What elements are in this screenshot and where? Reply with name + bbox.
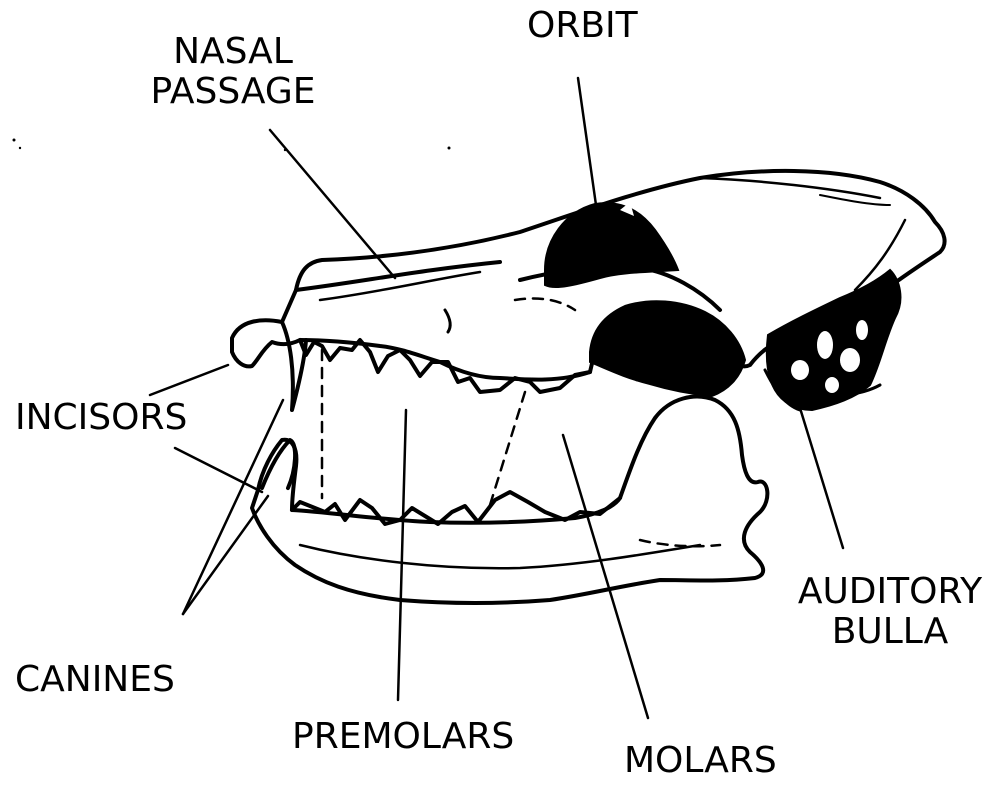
label-premolars: PREMOLARS xyxy=(292,717,514,757)
label-orbit: ORBIT xyxy=(527,6,638,46)
leader-incisors-upper xyxy=(150,365,228,395)
temporal-fossa-shape xyxy=(590,301,745,396)
upper-incisor xyxy=(282,322,306,410)
label-incisors: INCISORS xyxy=(15,398,187,438)
label-nasal-passage-line1: NASAL xyxy=(128,32,338,72)
label-auditory-bulla-line1: AUDITORY xyxy=(785,572,995,612)
leader-nasal-passage xyxy=(270,130,395,278)
leader-canines-lower xyxy=(183,496,268,614)
label-nasal-passage-line2: PASSAGE xyxy=(128,72,338,112)
label-auditory-bulla: AUDITORY BULLA xyxy=(785,572,995,652)
label-canines: CANINES xyxy=(15,660,175,700)
label-auditory-bulla-line2: BULLA xyxy=(785,612,995,652)
label-molars: MOLARS xyxy=(624,741,777,781)
label-nasal-passage: NASAL PASSAGE xyxy=(128,32,338,112)
leader-premolars xyxy=(398,410,406,700)
leader-orbit xyxy=(578,78,596,205)
leader-canines-upper xyxy=(183,400,283,614)
leader-auditory-bulla xyxy=(800,408,843,548)
mandible-outline xyxy=(252,397,767,603)
leader-molars xyxy=(563,435,648,718)
